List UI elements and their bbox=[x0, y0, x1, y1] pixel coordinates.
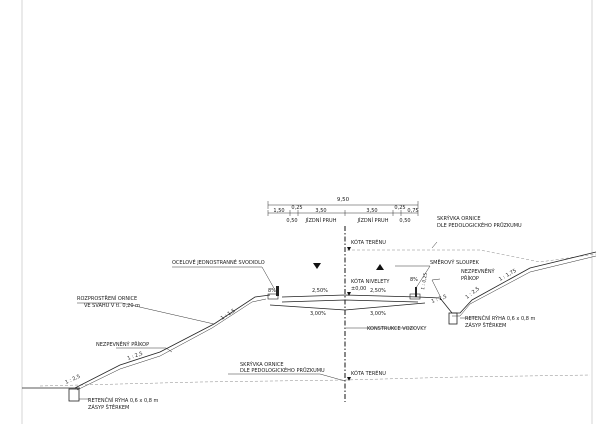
terrain-line-bottom bbox=[39, 374, 591, 387]
leader-lines bbox=[77, 241, 475, 400]
slope-left-lane-top: 2,50% bbox=[312, 288, 328, 294]
skryvka-label-top-2: DLE PEDOLOGICKÉHO PRŮZKUMU bbox=[437, 221, 522, 229]
sloupek-label: SMĚROVÝ SLOUPEK bbox=[430, 258, 480, 266]
slope-left-shoulder: 8% bbox=[268, 288, 276, 294]
dimension-0-25-left: 0,25 bbox=[291, 205, 302, 211]
downward-triangle-icon bbox=[313, 263, 321, 269]
slope-right-shoulder: 8% bbox=[410, 277, 418, 283]
shoulder-left-block bbox=[267, 293, 279, 300]
lane-label-right: JÍZDNÍ PRUH bbox=[357, 217, 389, 224]
retencni-left-label-2: ZÁSYP ŠTĚRKEM bbox=[88, 403, 129, 411]
skryvka-label-bottom-1: SKRÝVKA ORNICE bbox=[240, 361, 284, 368]
dimension-0-50-left: 0,50 bbox=[286, 218, 297, 224]
kota-nivelety-marker-icon bbox=[347, 292, 351, 296]
retention-ditch-right bbox=[448, 312, 458, 325]
dimension-3-50-right: 3,50 bbox=[366, 208, 377, 214]
right-cut-slope bbox=[417, 251, 597, 314]
guardrail-post-icon bbox=[276, 286, 279, 296]
konstrukce-label: KONSTRUKCE VOZOVKY bbox=[367, 326, 427, 332]
rozprostreni-label-1: ROZPROSTŘENÍ ORNICE bbox=[77, 294, 137, 302]
dimension-0-50-right: 0,50 bbox=[399, 218, 410, 224]
slope-right-ditch-small: 1 : 2,5 bbox=[431, 294, 448, 305]
road-base bbox=[281, 299, 419, 303]
retencni-left-label-1: RETENČNÍ RÝHA 0,6 x 0,8 m bbox=[88, 397, 158, 404]
rozprostreni-label-2: VE SVAHU V tl. 0,20 m bbox=[84, 303, 140, 309]
dimension-total: 9,50 bbox=[337, 197, 350, 203]
svodidlo-label: OCELOVÉ JEDNOSTRANNÉ SVODIDLO bbox=[172, 258, 265, 266]
dimension-0-25-right: 0,25 bbox=[394, 205, 405, 211]
kota-nivelety-value: ±0,00 bbox=[351, 286, 366, 292]
lane-label-left: JÍZDNÍ PRUH bbox=[305, 217, 337, 224]
dimension-3-50-left: 3,50 bbox=[315, 208, 326, 214]
kota-nivelety-label: KÓTA NIVELETY bbox=[351, 278, 390, 285]
skryvka-label-bottom-2: DLE PEDOLOGICKÉHO PRŮZKUMU bbox=[240, 366, 325, 374]
slope-left-embankment: 1 : 1,5 bbox=[220, 308, 237, 322]
kota-terenu-top-marker-icon bbox=[347, 247, 351, 251]
slope-left-ditch: 1 : 2,5 bbox=[64, 374, 81, 386]
guide-post-icon bbox=[415, 287, 417, 297]
road-surface bbox=[281, 294, 419, 298]
slope-right-lane-top: 2,50% bbox=[370, 288, 386, 294]
left-fill-slope bbox=[74, 294, 271, 389]
terrain-line-top bbox=[347, 249, 597, 263]
slope-right-shoulder-small: 1 : 0,25 bbox=[420, 272, 429, 290]
kota-terenu-bottom-marker-icon bbox=[347, 377, 351, 381]
subgrade bbox=[269, 302, 426, 311]
retencni-right-label-2: ZÁSYP ŠTĚRKEM bbox=[465, 321, 506, 329]
prikop-left-label: NEZPEVNĚNÝ PŘÍKOP bbox=[96, 340, 149, 348]
prikop-right-label-1: NEZPEVNĚNÝ bbox=[461, 267, 496, 275]
skryvka-label-top-1: SKRÝVKA ORNICE bbox=[437, 215, 481, 222]
left-fill-slope-topsoil bbox=[76, 298, 267, 391]
slope-left-lower: 1 : 2,5 bbox=[127, 351, 144, 362]
upward-triangle-icon bbox=[376, 264, 384, 270]
dimension-1-50: 1,50 bbox=[273, 208, 284, 214]
kota-terenu-label-top: KÓTA TERÉNU bbox=[351, 238, 386, 246]
kota-terenu-label-bottom: KÓTA TERÉNU bbox=[351, 369, 386, 377]
prikop-right-label-2: PŘÍKOP bbox=[461, 274, 479, 282]
dimension-0-75: 0,75 bbox=[407, 208, 418, 214]
slope-left-subgrade: 3,00% bbox=[310, 311, 326, 317]
dimension-block: 9,50 1,50 0,25 3,50 3,50 0,25 0,75 0,50 … bbox=[267, 197, 419, 224]
retention-ditch-left bbox=[68, 388, 80, 402]
retencni-right-label-1: RETENČNÍ RÝHA 0,6 x 0,8 m bbox=[465, 315, 535, 322]
slope-right-cut-1: 1 : 2,5 bbox=[465, 286, 481, 301]
shoulder-right-block bbox=[409, 293, 421, 300]
slope-right-subgrade: 3,00% bbox=[370, 311, 386, 317]
